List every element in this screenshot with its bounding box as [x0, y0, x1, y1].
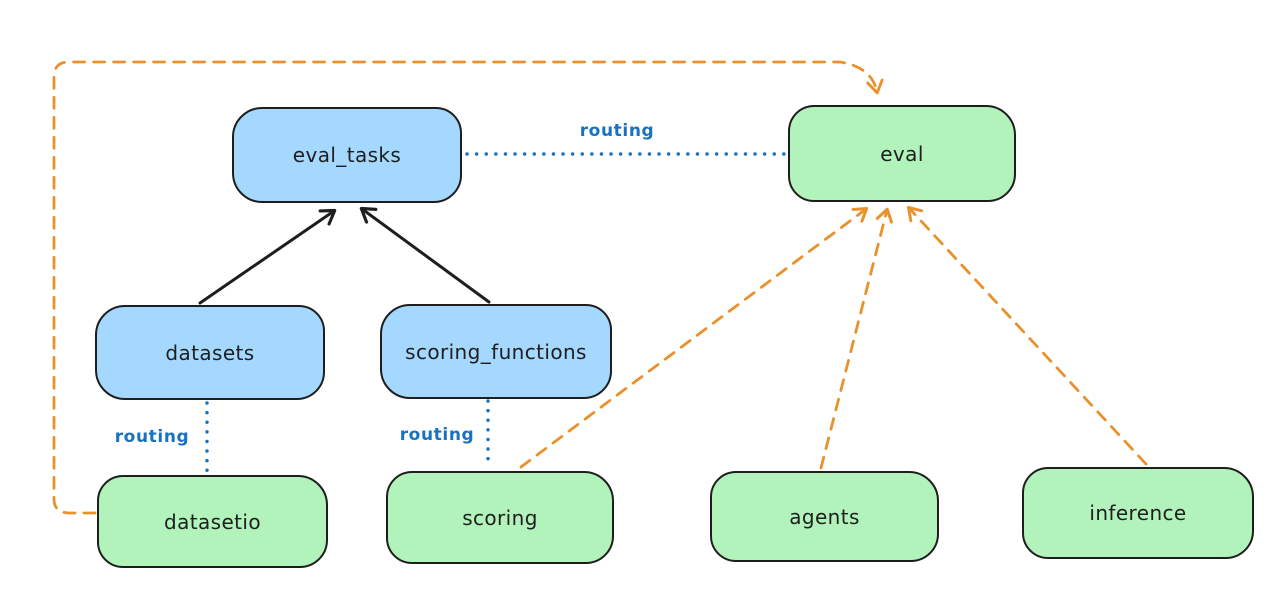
edge-scoring-to-eval — [519, 207, 869, 469]
node-scoring-label: scoring — [462, 505, 538, 530]
node-datasetio: datasetio — [97, 475, 328, 568]
node-agents: agents — [710, 471, 939, 562]
node-inference: inference — [1022, 467, 1254, 559]
node-datasetio-label: datasetio — [163, 509, 261, 534]
edge-label-routing-eval: routing — [579, 121, 655, 141]
node-datasets-label: datasets — [165, 340, 255, 365]
node-eval: eval — [788, 105, 1016, 202]
edge-label-routing-scoring: routing — [399, 425, 475, 445]
node-inference-label: inference — [1089, 501, 1187, 525]
node-eval-label: eval — [880, 141, 924, 166]
node-agents-label: agents — [789, 504, 860, 529]
node-datasets: datasets — [95, 305, 325, 400]
edge-scoring-functions-to-eval-tasks — [359, 206, 491, 304]
edge-agents-to-eval — [819, 207, 893, 470]
node-scoring-functions: scoring_functions — [380, 304, 612, 399]
node-scoring-functions-label: scoring_functions — [405, 339, 587, 364]
node-scoring: scoring — [386, 471, 614, 564]
node-eval-tasks: eval_tasks — [232, 107, 462, 203]
edge-label-routing-datasetio: routing — [114, 427, 190, 447]
node-eval-tasks-label: eval_tasks — [292, 143, 402, 167]
edge-datasets-to-eval-tasks — [198, 208, 337, 305]
edge-inference-to-eval — [906, 205, 1148, 466]
edge-datasetio-to-eval — [52, 60, 884, 515]
